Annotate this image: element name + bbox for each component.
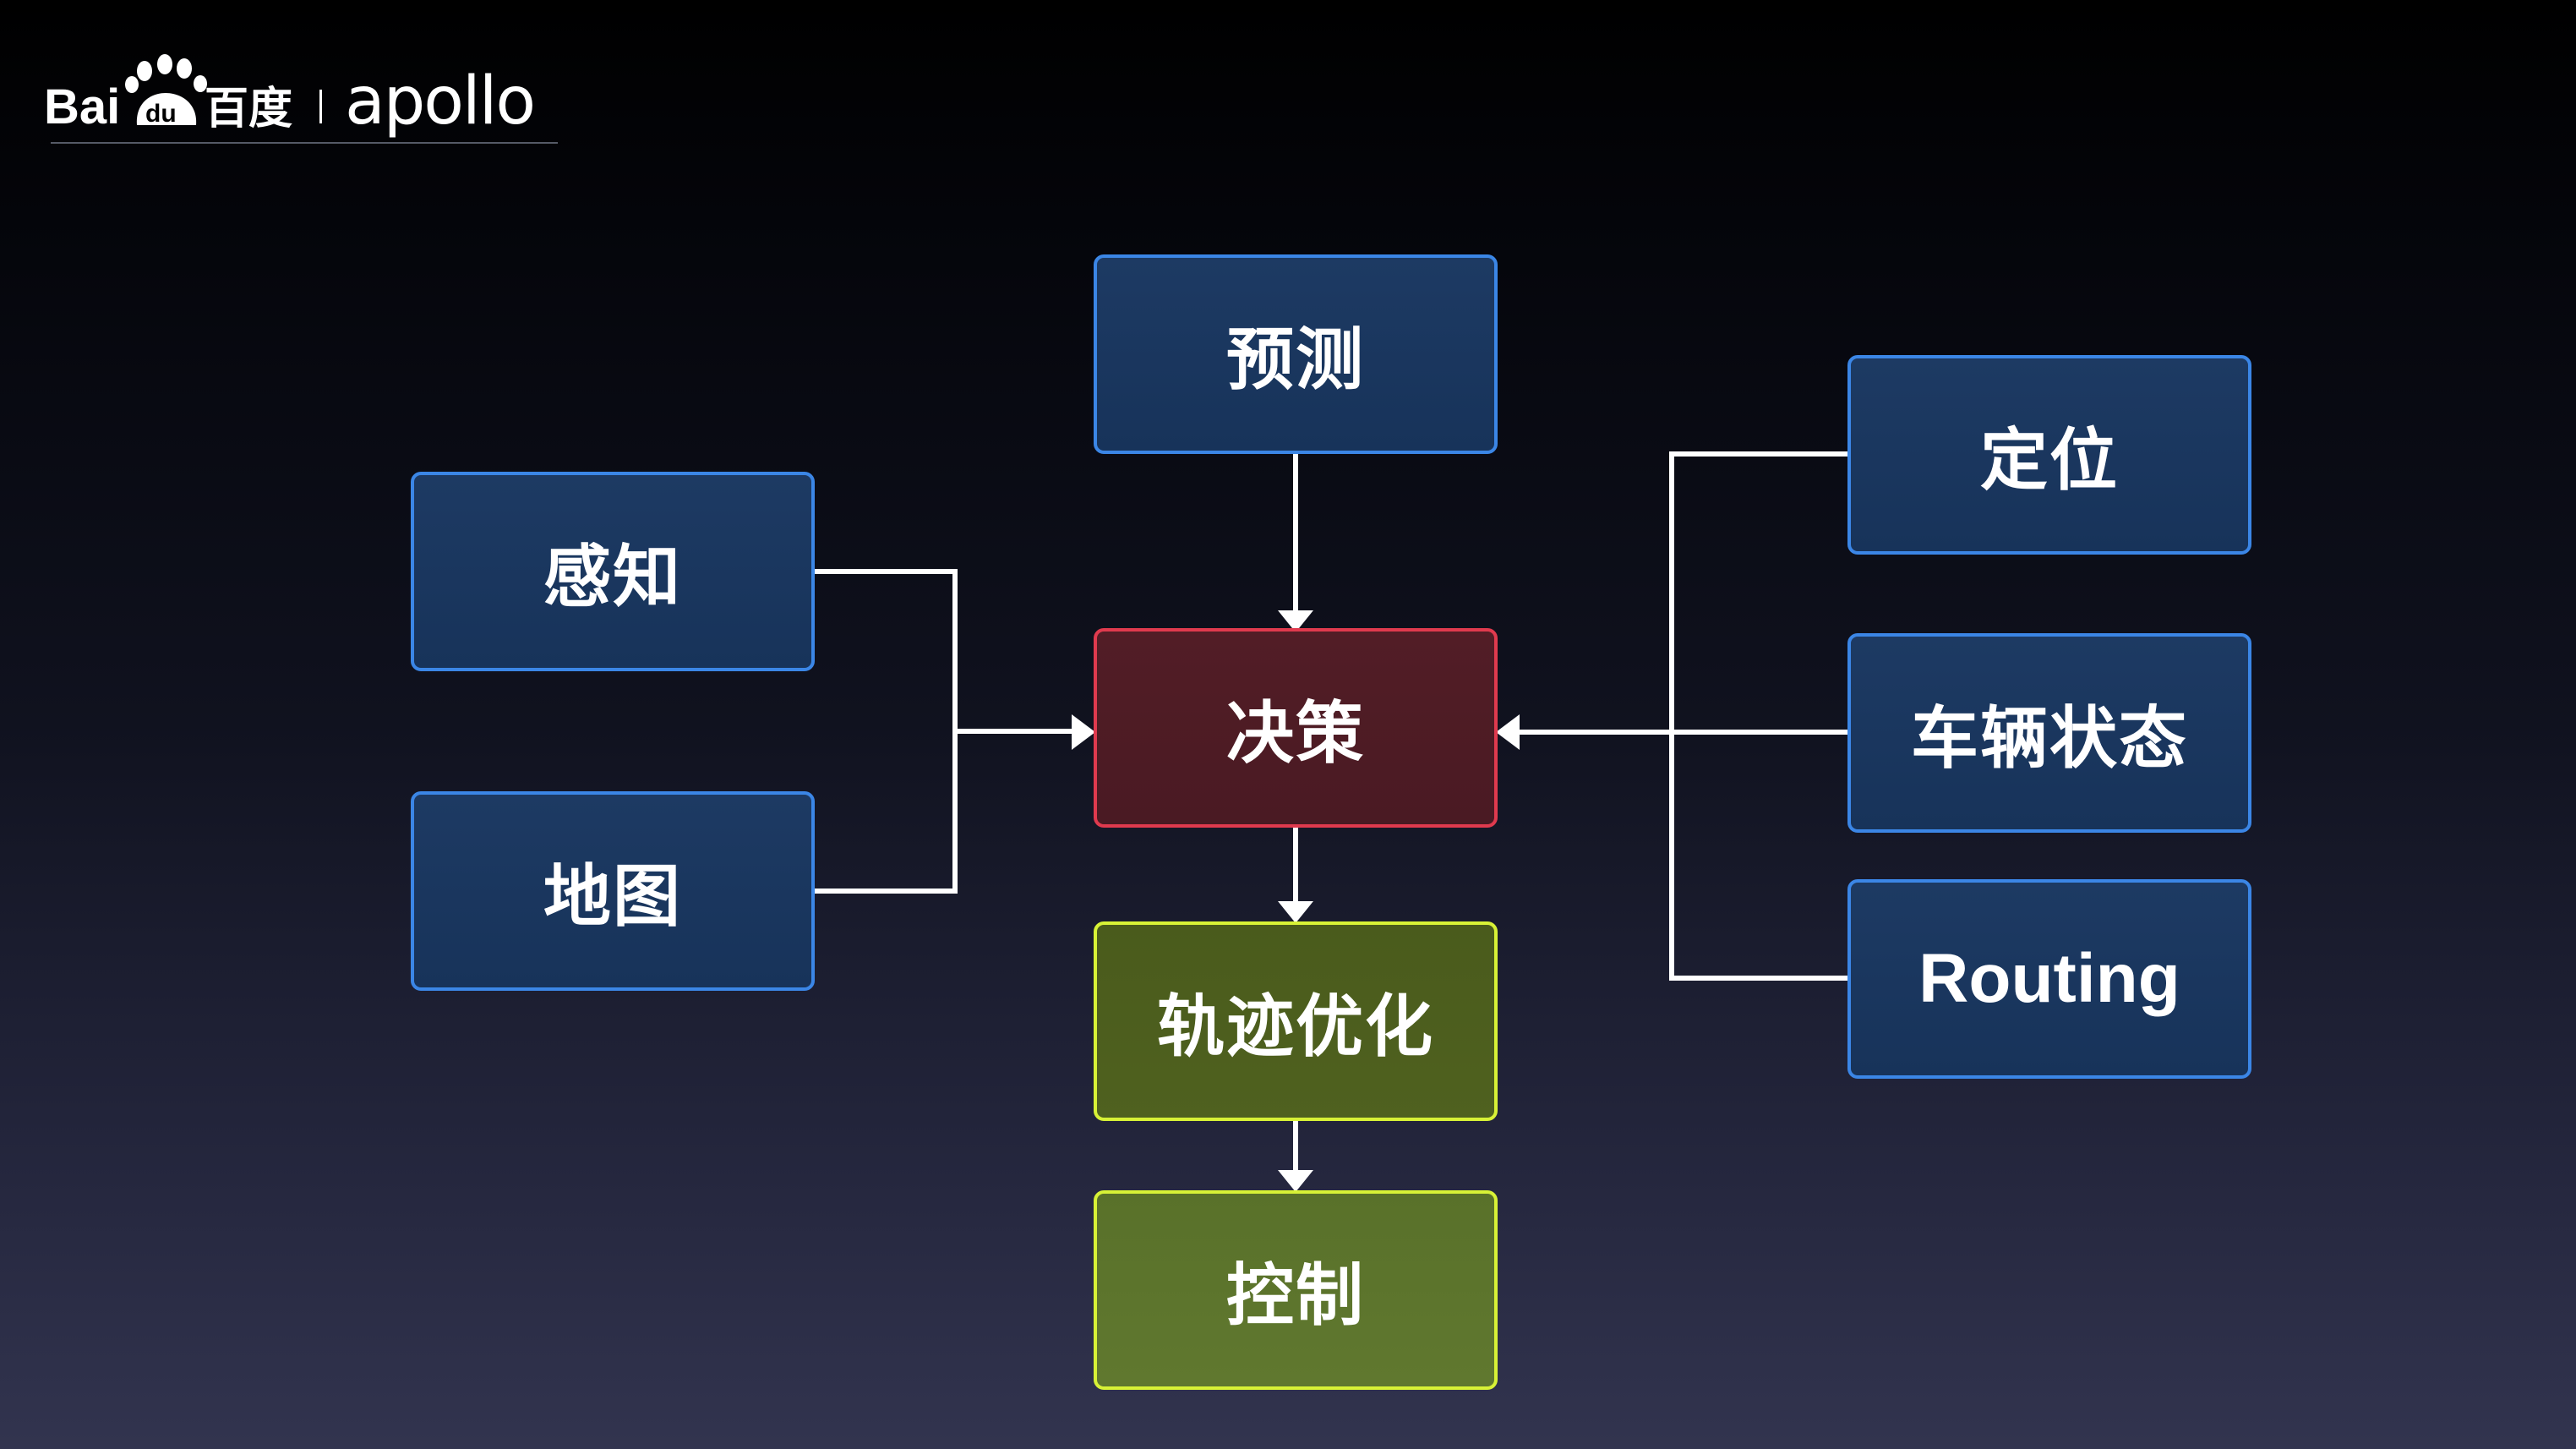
edge-locate-routing-bracket — [1669, 451, 1847, 981]
node-locate-label: 定位 — [1980, 420, 2119, 500]
arrowhead-trajectory-control — [1278, 1170, 1313, 1192]
arrowhead-right-decide — [1496, 714, 1520, 750]
node-perceive-label: 感知 — [543, 537, 682, 616]
node-trajectory-label: 轨迹优化 — [1157, 987, 1434, 1066]
node-perceive: 感知 — [411, 472, 815, 671]
node-control-label: 控制 — [1226, 1255, 1365, 1335]
node-predict-label: 预测 — [1226, 320, 1365, 399]
baidu-apollo-logo: Bai du 百度 apollo — [44, 54, 558, 144]
arrowhead-decide-trajectory — [1278, 901, 1313, 923]
edge-perceive-map-bracket — [815, 569, 958, 894]
arrowhead-left-decide — [1072, 714, 1095, 750]
logo-apollo-text: apollo — [345, 63, 534, 139]
node-trajectory: 轨迹优化 — [1094, 921, 1498, 1121]
node-routing: Routing — [1847, 879, 2251, 1079]
node-decide-label: 决策 — [1226, 693, 1365, 773]
node-map: 地图 — [411, 791, 815, 991]
node-locate: 定位 — [1847, 355, 2251, 555]
paw-icon — [125, 54, 207, 125]
logo-bai-text: Bai — [44, 79, 120, 134]
node-routing-label: Routing — [1918, 940, 2180, 1017]
node-decide: 决策 — [1094, 628, 1498, 828]
node-vehicle-state: 车辆状态 — [1847, 633, 2251, 833]
node-vehicle-state-label: 车辆状态 — [1911, 698, 2188, 778]
logo-underline — [51, 142, 558, 144]
node-predict: 预测 — [1094, 254, 1498, 454]
node-map-label: 地图 — [543, 856, 682, 936]
logo-du-text: du — [145, 100, 177, 128]
node-control: 控制 — [1094, 1190, 1498, 1390]
logo-baidu-cn: 百度 — [205, 84, 292, 134]
logo-separator — [319, 90, 322, 123]
